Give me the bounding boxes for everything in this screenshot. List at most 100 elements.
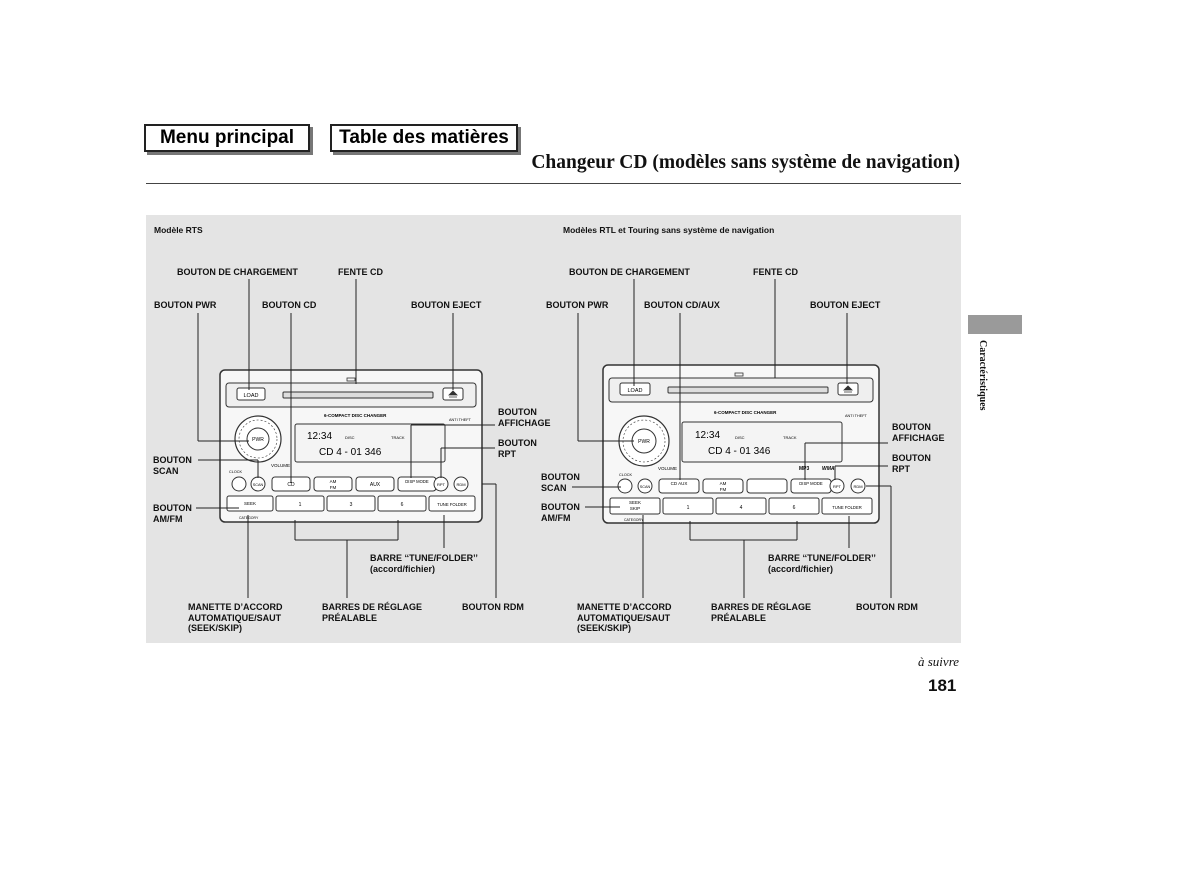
svg-text:TRACK: TRACK [783, 435, 797, 440]
svg-text:SEEK: SEEK [244, 501, 256, 506]
cd-aux-button[interactable] [658, 478, 700, 494]
right-label-tune: BARRE ‘‘TUNE/FOLDER’’ (accord/fichier) [768, 553, 876, 574]
svg-text:LOAD: LOAD [628, 388, 643, 394]
svg-text:12:34: 12:34 [695, 430, 720, 441]
svg-text:PWR: PWR [252, 437, 264, 443]
svg-text:DISC: DISC [735, 435, 745, 440]
rdm-button[interactable] [850, 478, 866, 494]
svg-text:WMA: WMA [822, 466, 835, 472]
seek-skip-bar[interactable] [609, 497, 661, 515]
svg-text:RDM: RDM [456, 482, 465, 487]
left-label-preset: BARRES DE RÉGLAGE PRÉALABLE [322, 602, 423, 623]
right-label-load: BOUTON DE CHARGEMENT [569, 267, 690, 277]
scan-button[interactable] [637, 478, 653, 494]
xm-button[interactable] [746, 478, 788, 494]
tune-folder-bar[interactable] [821, 497, 873, 515]
svg-text:CD AUX: CD AUX [671, 481, 688, 486]
lcd-display [681, 421, 843, 463]
svg-text:3: 3 [350, 502, 353, 508]
left-label-slot: FENTE CD [338, 267, 383, 277]
aux-button[interactable] [355, 476, 395, 492]
volume-knob[interactable] [234, 415, 282, 463]
preset-bar-2[interactable] [326, 495, 376, 512]
left-label-cd: BOUTON CD [262, 300, 317, 310]
lcd-display [294, 423, 446, 463]
svg-text:CLOCK: CLOCK [619, 473, 633, 477]
svg-text:MP3: MP3 [799, 466, 810, 472]
right-label-cd: BOUTON CD/AUX [644, 300, 720, 310]
svg-text:CD 4 - 01 346: CD 4 - 01 346 [708, 446, 771, 457]
title-rule [146, 183, 961, 184]
right-label-rdm: BOUTON RDM [856, 602, 918, 612]
cd-slot [667, 386, 829, 394]
left-label-amfm: BOUTON AM/FM [153, 503, 192, 524]
rpt-button[interactable] [829, 478, 845, 494]
load-button[interactable] [619, 382, 651, 396]
left-model-heading: Modèle RTS [154, 225, 203, 235]
load-button[interactable] [236, 387, 266, 401]
svg-text:RPT: RPT [437, 482, 446, 487]
preset-bar-1[interactable] [275, 495, 325, 512]
svg-text:FM: FM [720, 487, 727, 492]
svg-text:12:34: 12:34 [307, 431, 332, 442]
svg-text:1: 1 [687, 505, 690, 511]
preset-bar-2[interactable] [715, 497, 767, 515]
preset-bar-3[interactable] [768, 497, 820, 515]
preset-bar-1[interactable] [662, 497, 714, 515]
svg-text:ANTI THEFT: ANTI THEFT [449, 418, 472, 422]
svg-text:AUX: AUX [370, 482, 381, 488]
left-label-seek: MANETTE D’ACCORD AUTOMATIQUE/SAUT (SEEK/… [188, 602, 283, 633]
cd-slot [282, 391, 434, 399]
page-title: Changeur CD (modèles sans système de nav… [531, 152, 960, 173]
right-label-slot: FENTE CD [753, 267, 798, 277]
am-fm-button[interactable] [313, 476, 353, 492]
svg-text:SKIP: SKIP [630, 506, 640, 511]
continued-note: à suivre [918, 654, 960, 669]
right-label-eject: BOUTON EJECT [810, 300, 881, 310]
section-tab-label: Caractéristiques [977, 340, 988, 411]
tune-folder-bar[interactable] [428, 495, 476, 512]
table-of-contents-button[interactable]: Table des matières [330, 124, 518, 152]
am-fm-round-button[interactable] [231, 476, 247, 492]
svg-text:TUNE FOLDER: TUNE FOLDER [437, 502, 467, 507]
svg-text:4: 4 [740, 505, 743, 511]
am-fm-button[interactable] [702, 478, 744, 494]
svg-text:VOLUME: VOLUME [271, 463, 290, 468]
right-label-scan: BOUTON SCAN [541, 472, 580, 493]
main-menu-button[interactable]: Menu principal [144, 124, 310, 152]
svg-text:DISP MODE: DISP MODE [405, 479, 429, 484]
svg-text:6-COMPACT DISC CHANGER: 6-COMPACT DISC CHANGER [324, 413, 387, 418]
svg-text:DISC: DISC [345, 435, 355, 440]
left-label-load: BOUTON DE CHARGEMENT [177, 267, 298, 277]
preset-bar-3[interactable] [377, 495, 427, 512]
svg-text:VOLUME: VOLUME [658, 466, 677, 471]
svg-text:1: 1 [299, 502, 302, 508]
rdm-button[interactable] [453, 476, 469, 492]
svg-text:DISP MODE: DISP MODE [799, 481, 823, 486]
svg-text:SEEK: SEEK [629, 500, 641, 505]
svg-text:RDM: RDM [853, 484, 862, 489]
right-label-preset: BARRES DE RÉGLAGE PRÉALABLE [711, 602, 812, 623]
right-label-amfm: BOUTON AM/FM [541, 502, 580, 523]
seek-skip-bar[interactable] [226, 495, 274, 512]
svg-text:ANTI THEFT: ANTI THEFT [845, 414, 868, 418]
svg-text:TRACK: TRACK [391, 435, 405, 440]
left-label-pwr: BOUTON PWR [154, 300, 217, 310]
svg-text:CD 4 - 01 346: CD 4 - 01 346 [319, 447, 382, 458]
svg-text:PWR: PWR [638, 439, 650, 445]
svg-text:TUNE FOLDER: TUNE FOLDER [832, 505, 862, 510]
svg-text:6-COMPACT DISC CHANGER: 6-COMPACT DISC CHANGER [714, 410, 777, 415]
svg-text:SCAN: SCAN [640, 485, 651, 489]
svg-text:CD: CD [287, 482, 295, 488]
left-label-rpt: BOUTON RPT [498, 438, 537, 459]
svg-text:SCAN: SCAN [253, 483, 264, 487]
svg-text:AM: AM [330, 479, 337, 484]
section-tab[interactable] [968, 315, 1022, 334]
right-label-pwr: BOUTON PWR [546, 300, 609, 310]
svg-text:LOAD: LOAD [244, 393, 259, 399]
page-number: 181 [928, 676, 957, 695]
svg-text:RPT: RPT [833, 484, 842, 489]
right-radio-unit: LOAD 6-COMPACT DISC CHANGER ANTI THEFT P… [602, 364, 880, 524]
am-fm-round-button[interactable] [617, 478, 633, 494]
